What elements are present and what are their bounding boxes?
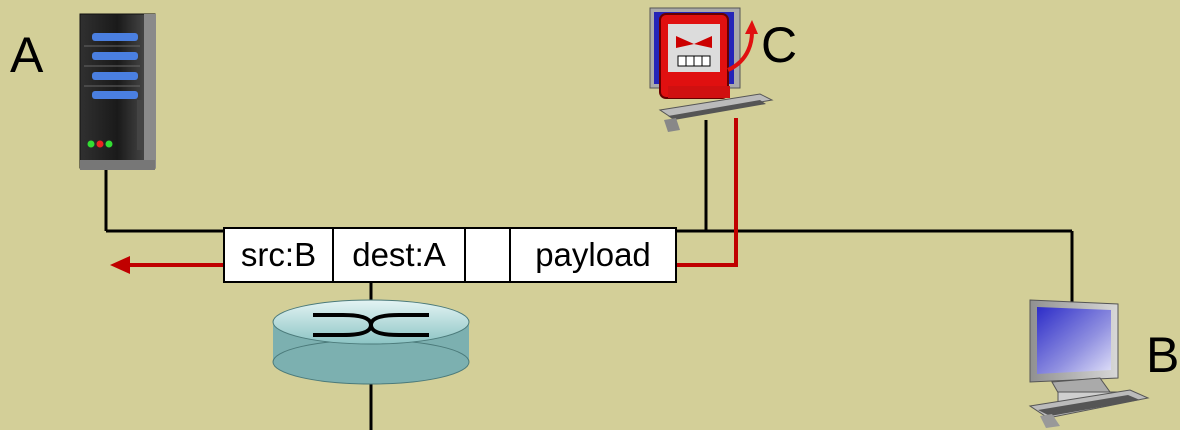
spoof-arrowhead bbox=[110, 256, 130, 274]
host-b-label: B bbox=[1146, 327, 1180, 383]
desktop-computer-icon bbox=[1028, 299, 1150, 428]
devil-computer-icon bbox=[649, 7, 774, 132]
packet-blank-field bbox=[466, 229, 511, 281]
router-icon bbox=[272, 299, 470, 385]
server-icon bbox=[79, 13, 156, 170]
packet-dest-field: dest:A bbox=[334, 229, 466, 281]
packet-payload-field: payload bbox=[535, 236, 651, 273]
packet-src-field: src:B bbox=[225, 229, 334, 281]
host-c-label: C bbox=[761, 17, 798, 73]
host-a-label: A bbox=[10, 27, 44, 83]
spoof-path-line bbox=[674, 118, 738, 267]
spoof-path bbox=[110, 118, 738, 274]
packet: src:B dest:A payload bbox=[223, 227, 677, 283]
